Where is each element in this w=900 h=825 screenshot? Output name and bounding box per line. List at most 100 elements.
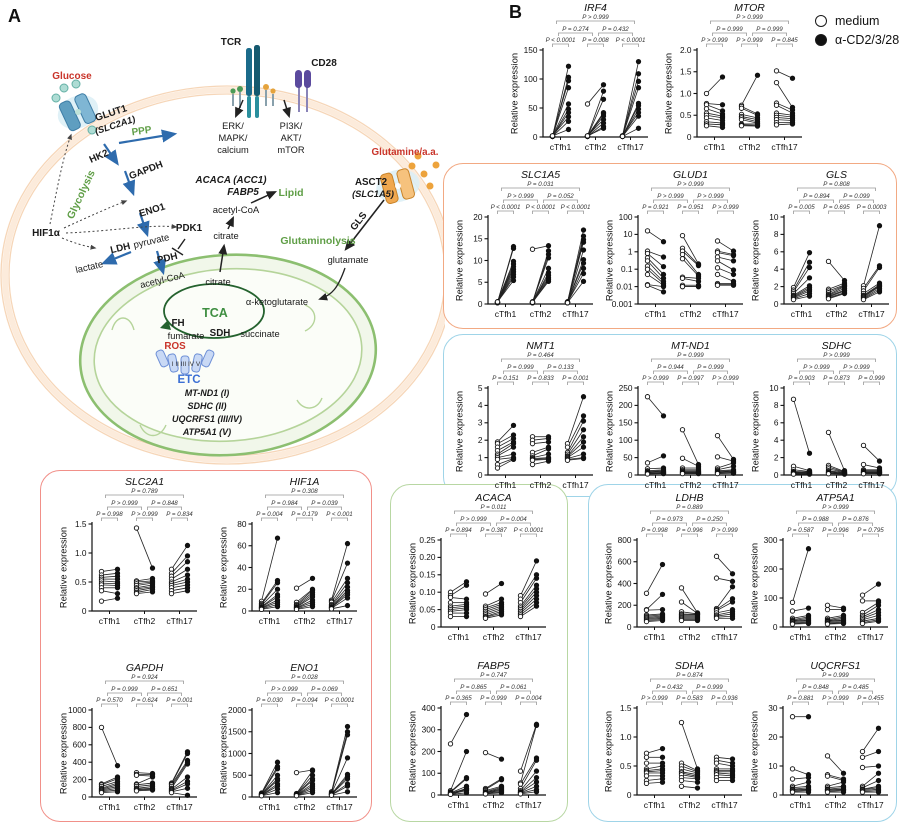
svg-text:P = 0.052: P = 0.052: [547, 193, 574, 200]
data-point-medium: [482, 749, 489, 756]
svg-text:0.1: 0.1: [621, 264, 633, 274]
svg-text:P = 0.651: P = 0.651: [151, 686, 177, 693]
data-point-stimulated: [344, 540, 351, 547]
svg-text:cTfh2: cTfh2: [294, 802, 316, 812]
data-point-medium: [584, 133, 591, 139]
svg-text:P = 0.996: P = 0.996: [676, 527, 703, 534]
svg-text:1.0: 1.0: [680, 88, 692, 98]
svg-text:6: 6: [774, 418, 779, 428]
data-point-medium: [133, 788, 140, 794]
svg-text:P = 0.999: P = 0.999: [822, 672, 849, 679]
etc-complex-icons: [155, 349, 215, 375]
data-point-stimulated: [805, 774, 812, 781]
svg-text:cTfh1: cTfh1: [790, 800, 812, 810]
data-point-medium: [293, 606, 300, 613]
data-point-medium: [714, 238, 721, 244]
data-point-stimulated: [729, 571, 736, 577]
data-point-stimulated: [274, 766, 281, 772]
data-point-stimulated: [184, 559, 191, 565]
svg-text:0: 0: [478, 299, 483, 309]
data-point-stimulated: [805, 789, 812, 795]
data-point-stimulated: [149, 589, 156, 595]
label-citrate-mito: citrate: [205, 277, 230, 287]
label-pdk1: PDK1: [176, 223, 203, 234]
label-etc-complex-numerals: I II III IV V: [172, 361, 201, 368]
svg-text:Relative expression: Relative expression: [750, 543, 760, 624]
svg-text:Relative expression: Relative expression: [751, 220, 761, 301]
svg-text:4: 4: [774, 435, 779, 445]
svg-text:ACACA: ACACA: [474, 492, 511, 504]
svg-text:P = 0.008: P = 0.008: [582, 37, 609, 44]
svg-text:P < 0.0001: P < 0.0001: [526, 204, 556, 211]
svg-text:cTfh17: cTfh17: [858, 309, 884, 319]
data-point-stimulated: [344, 580, 351, 586]
data-point-medium: [447, 791, 454, 797]
data-point-stimulated: [184, 785, 191, 791]
data-point-stimulated: [184, 566, 191, 572]
svg-text:2: 2: [478, 435, 483, 445]
data-point-stimulated: [309, 789, 316, 796]
data-point-stimulated: [580, 439, 587, 445]
svg-text:P = 0.924: P = 0.924: [131, 674, 158, 681]
svg-text:Relative expression: Relative expression: [455, 391, 465, 472]
data-point-stimulated: [463, 748, 470, 755]
data-point-medium: [790, 471, 797, 477]
data-point-stimulated: [875, 770, 882, 776]
data-point-medium: [790, 396, 797, 402]
svg-text:P = 0.005: P = 0.005: [788, 204, 815, 211]
data-point-stimulated: [344, 783, 351, 789]
svg-text:cTfh17: cTfh17: [711, 632, 737, 642]
svg-text:cTfh1: cTfh1: [448, 632, 470, 642]
svg-text:cTfh17: cTfh17: [858, 480, 884, 490]
svg-text:cTfh2: cTfh2: [679, 800, 701, 810]
svg-text:100: 100: [764, 593, 778, 603]
data-point-stimulated: [660, 289, 667, 295]
svg-text:P > 0.999: P > 0.999: [711, 527, 738, 534]
data-point-medium: [679, 251, 686, 258]
svg-text:0: 0: [242, 606, 247, 616]
data-point-stimulated: [805, 620, 812, 627]
svg-text:20: 20: [473, 212, 483, 222]
svg-text:1.5: 1.5: [75, 519, 87, 529]
label-tca: TCA: [202, 306, 228, 320]
svg-text:2: 2: [774, 452, 779, 462]
svg-text:cTfh17: cTfh17: [562, 480, 588, 490]
svg-text:cTfh17: cTfh17: [166, 802, 192, 812]
data-point-stimulated: [274, 789, 281, 796]
label-glutaminolysis: Glutaminolysis: [280, 235, 355, 247]
data-point-medium: [529, 299, 536, 305]
data-point-medium: [714, 249, 721, 256]
svg-text:P = 0.865: P = 0.865: [460, 684, 487, 691]
data-point-medium: [789, 789, 796, 795]
data-point-stimulated: [580, 394, 587, 400]
svg-text:P = 0.039: P = 0.039: [311, 500, 338, 507]
svg-text:0: 0: [774, 299, 779, 309]
data-point-stimulated: [533, 768, 540, 774]
svg-text:Relative expression: Relative expression: [455, 220, 465, 301]
svg-text:P = 0.996: P = 0.996: [822, 527, 849, 534]
svg-text:3: 3: [478, 418, 483, 428]
data-point-stimulated: [344, 602, 351, 609]
svg-text:P = 0.874: P = 0.874: [676, 672, 703, 679]
data-point-medium: [98, 789, 105, 796]
data-point-stimulated: [875, 748, 882, 755]
data-point-stimulated: [659, 745, 666, 752]
data-point-medium: [860, 461, 867, 468]
label-acetylcoa: acetyl-CoA: [213, 205, 260, 216]
data-point-medium: [644, 271, 651, 278]
box-glutaminolysis-genes: [443, 163, 897, 329]
svg-text:P = 0.999: P = 0.999: [507, 364, 534, 371]
label-fumarate: fumarate: [168, 331, 205, 341]
svg-text:cTfh1: cTfh1: [790, 632, 812, 642]
svg-text:Relative expression: Relative expression: [219, 713, 229, 794]
svg-text:P = 0.834: P = 0.834: [166, 511, 193, 518]
data-point-stimulated: [498, 777, 505, 783]
